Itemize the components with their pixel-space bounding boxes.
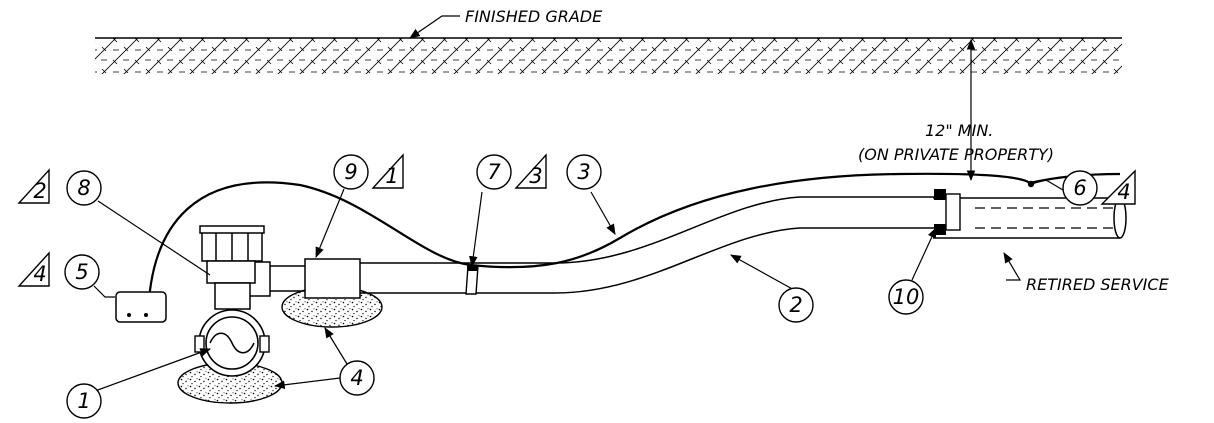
finished-grade-leader — [409, 15, 460, 39]
callout-2: 2 — [778, 287, 814, 323]
callout-9: 9 — [333, 154, 369, 190]
coupling — [304, 258, 361, 299]
service-stub-pipe — [265, 265, 305, 292]
svg-text:3: 3 — [577, 160, 590, 184]
callout-3: 3 — [566, 154, 602, 190]
svg-text:1: 1 — [77, 389, 90, 413]
svg-text:4: 4 — [33, 262, 46, 286]
revision-triangle-2: 2 — [17, 168, 50, 204]
callout-7: 7 — [476, 154, 512, 190]
svg-text:1: 1 — [385, 164, 398, 188]
finished-grade-soil — [95, 37, 1122, 74]
retired-service-pipe — [933, 197, 1127, 239]
water-main-saddle — [194, 309, 270, 377]
new-service-pipe — [352, 196, 935, 294]
corporation-stop — [199, 225, 271, 310]
finished-grade-label: FINISHED GRADE — [465, 7, 603, 26]
private-property-label: (ON PRIVATE PROPERTY) — [858, 145, 1054, 164]
revision-triangle-4-right: 4 — [1100, 169, 1136, 205]
retired-service-label: RETIRED SERVICE — [1026, 275, 1170, 294]
callout-5: 5 — [64, 254, 100, 290]
callout-1: 1 — [66, 383, 102, 419]
pipe-adapter — [934, 189, 961, 235]
svg-text:7: 7 — [487, 160, 501, 184]
svg-text:4: 4 — [1117, 180, 1130, 204]
callout-6: 6 — [1062, 170, 1098, 206]
revision-triangle-1: 1 — [371, 153, 404, 189]
svg-text:3: 3 — [529, 164, 542, 188]
min-depth-label: 12" MIN. — [925, 121, 993, 140]
svg-text:10: 10 — [893, 285, 920, 309]
callout-10: 10 — [888, 279, 924, 315]
callout-8: 8 — [66, 170, 102, 206]
svg-text:4: 4 — [350, 366, 363, 390]
svg-text:6: 6 — [1073, 176, 1086, 200]
revision-triangle-3: 3 — [514, 153, 547, 189]
tie-strap — [465, 265, 479, 295]
revision-triangle-4-left: 4 — [17, 251, 50, 287]
svg-text:9: 9 — [344, 160, 357, 184]
leader-lines — [83, 179, 1064, 396]
callout-4-bedding: 4 — [339, 360, 375, 396]
tracer-wire — [146, 172, 1121, 319]
svg-text:2: 2 — [33, 179, 46, 203]
svg-text:8: 8 — [77, 176, 90, 200]
tracer-wire-box — [115, 291, 167, 323]
svg-text:5: 5 — [75, 260, 88, 284]
svg-text:2: 2 — [789, 293, 802, 317]
